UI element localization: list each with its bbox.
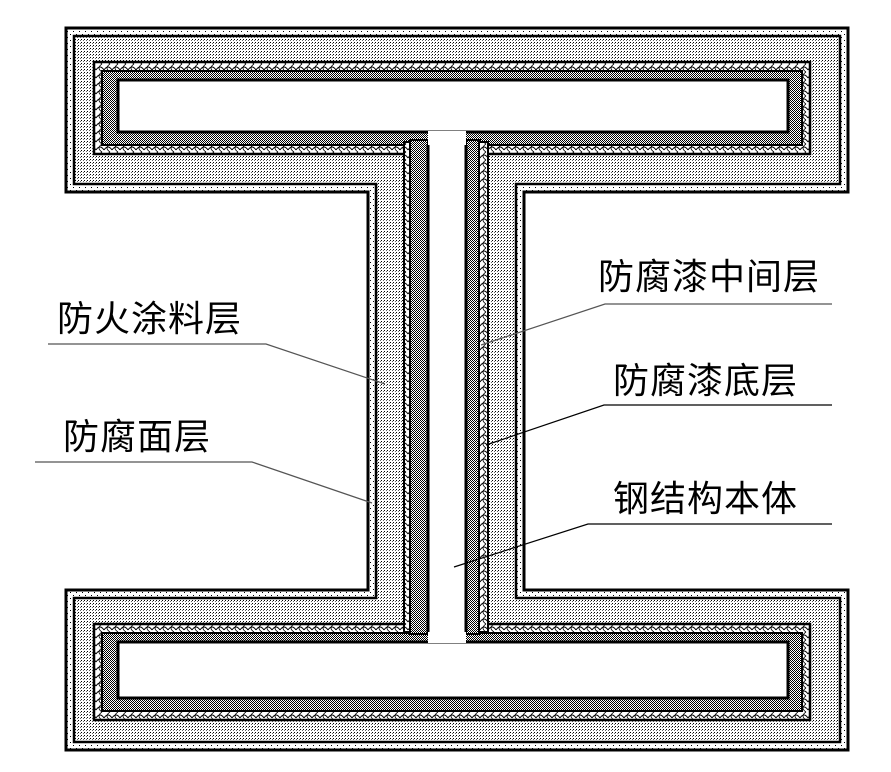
web-right-rope-layer — [478, 141, 489, 633]
leader-line-anticorrosion-middle — [480, 303, 832, 346]
web-steel — [428, 131, 466, 643]
label-fireproof-coating: 防火涂料层 — [57, 299, 243, 340]
label-steel-body: 钢结构本体 — [613, 479, 799, 520]
label-anticorrosion-primer: 防腐漆底层 — [613, 361, 799, 402]
bottom-flange-steel — [116, 640, 790, 700]
label-anticorrosion-top: 防腐面层 — [63, 417, 212, 458]
leader-line-fireproof — [48, 343, 386, 385]
label-anticorrosion-middle: 防腐漆中间层 — [598, 257, 821, 298]
web-left-primer-layer — [409, 139, 429, 635]
leader-line-anticorrosion-top — [35, 461, 373, 504]
leader-line-steel-body — [453, 523, 832, 568]
top-flange-steel — [116, 78, 790, 134]
leader-line-anticorrosion-primer — [485, 404, 832, 446]
